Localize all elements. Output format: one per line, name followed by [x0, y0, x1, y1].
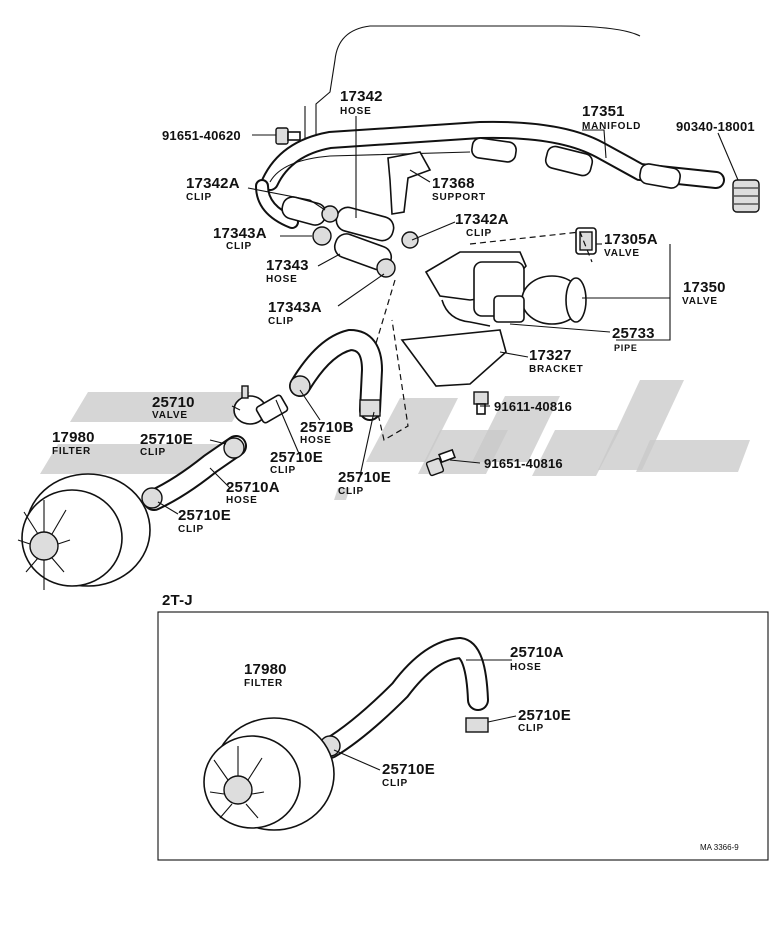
dashed-guide-2	[469, 231, 593, 263]
callout-17343-name: HOSE	[266, 274, 298, 285]
inset-17980-number: 17980	[244, 661, 287, 678]
callout-25710e-1-number: 25710E	[140, 431, 193, 448]
callout-25710b-number: 25710B	[300, 419, 354, 436]
callout-25710a-number: 25710A	[226, 479, 280, 496]
engine-outline	[315, 25, 641, 140]
callout-17980-name: FILTER	[52, 446, 91, 457]
inset-25710a-name: HOSE	[510, 662, 542, 673]
callout-25710-name: VALVE	[152, 410, 188, 421]
inset-filter	[203, 717, 335, 831]
leader-lines	[157, 116, 739, 771]
callout-17342a-1-number: 17342A	[186, 175, 240, 192]
inset-frame	[157, 611, 769, 861]
callout-91651-40816-number: 91651-40816	[484, 456, 563, 471]
callout-17342a-2-name: CLIP	[466, 228, 492, 239]
callout-17305a-number: 17305A	[604, 231, 658, 248]
callout-17350-number: 17350	[683, 279, 726, 296]
inset-hose	[319, 636, 489, 759]
inset-25710e-a-name: CLIP	[518, 723, 544, 734]
inset-25710e-b-number: 25710E	[382, 761, 435, 778]
manifold-hose-segments	[471, 137, 681, 189]
callout-17343a-2-name: CLIP	[268, 316, 294, 327]
callout-17342a-2-number: 17342A	[455, 211, 509, 228]
hose-25710a	[141, 435, 247, 511]
bolt-91651-40816	[425, 448, 456, 477]
valve-25710	[233, 385, 289, 425]
callout-17350-name: VALVE	[682, 296, 718, 307]
callout-17305a-name: VALVE	[604, 248, 640, 259]
callout-25733-name: PIPE	[614, 343, 638, 353]
callout-25710-number: 25710	[152, 394, 195, 411]
callout-17351-number: 17351	[582, 103, 625, 120]
inset-title: 2T-J	[162, 592, 193, 609]
support-17368	[387, 151, 432, 215]
callout-25710e-2-name: CLIP	[270, 465, 296, 476]
callout-17343a-1-number: 17343A	[213, 225, 267, 242]
inset-25710e-b-name: CLIP	[382, 778, 408, 789]
callout-17327-name: BRACKET	[529, 364, 584, 375]
callout-25710e-4-name: CLIP	[178, 524, 204, 535]
callout-90340-number: 90340-18001	[676, 119, 755, 134]
valve-17350	[424, 251, 587, 327]
callout-91651-40620-number: 91651-40620	[162, 128, 241, 143]
cap-90340-18001	[732, 179, 760, 213]
bolt-91651-40620	[275, 127, 301, 145]
inset-17980-name: FILTER	[244, 678, 283, 689]
callout-25710e-4-number: 25710E	[178, 507, 231, 524]
callout-25710b-name: HOSE	[300, 435, 332, 446]
callout-17342-name: HOSE	[340, 106, 372, 117]
callout-25710e-2-number: 25710E	[270, 449, 323, 466]
callout-17343a-2-number: 17343A	[268, 299, 322, 316]
dashed-guide-1	[367, 279, 409, 441]
footer-code: MA 3366-9	[700, 843, 739, 852]
inset-25710e-a-number: 25710E	[518, 707, 571, 724]
callout-17368-name: SUPPORT	[432, 192, 486, 203]
callout-25733-number: 25733	[612, 325, 655, 342]
callout-25710e-3-number: 25710E	[338, 469, 391, 486]
callout-25710e-1-name: CLIP	[140, 447, 166, 458]
inset-25710a-number: 25710A	[510, 644, 564, 661]
callout-17342-number: 17342	[340, 88, 383, 105]
callout-17368-number: 17368	[432, 175, 475, 192]
valve-17305a	[575, 227, 597, 255]
hose-25710b	[289, 328, 384, 421]
callout-17342a-1-name: CLIP	[186, 192, 212, 203]
callout-25710a-name: HOSE	[226, 495, 258, 506]
callout-91611-number: 91611-40816	[494, 399, 572, 414]
callout-17327-number: 17327	[529, 347, 572, 364]
hoses-left	[281, 196, 419, 278]
bolt-91611-40816	[473, 391, 489, 415]
callout-17343a-1-name: CLIP	[226, 241, 252, 252]
bracket-17327	[400, 329, 507, 387]
manifold-pipe	[255, 120, 725, 229]
callout-25710e-3-name: CLIP	[338, 486, 364, 497]
callout-17343-number: 17343	[266, 257, 309, 274]
callout-17980-number: 17980	[52, 429, 95, 446]
filter-17980	[17, 473, 151, 590]
callout-17351-name: MANIFOLD	[582, 121, 641, 132]
